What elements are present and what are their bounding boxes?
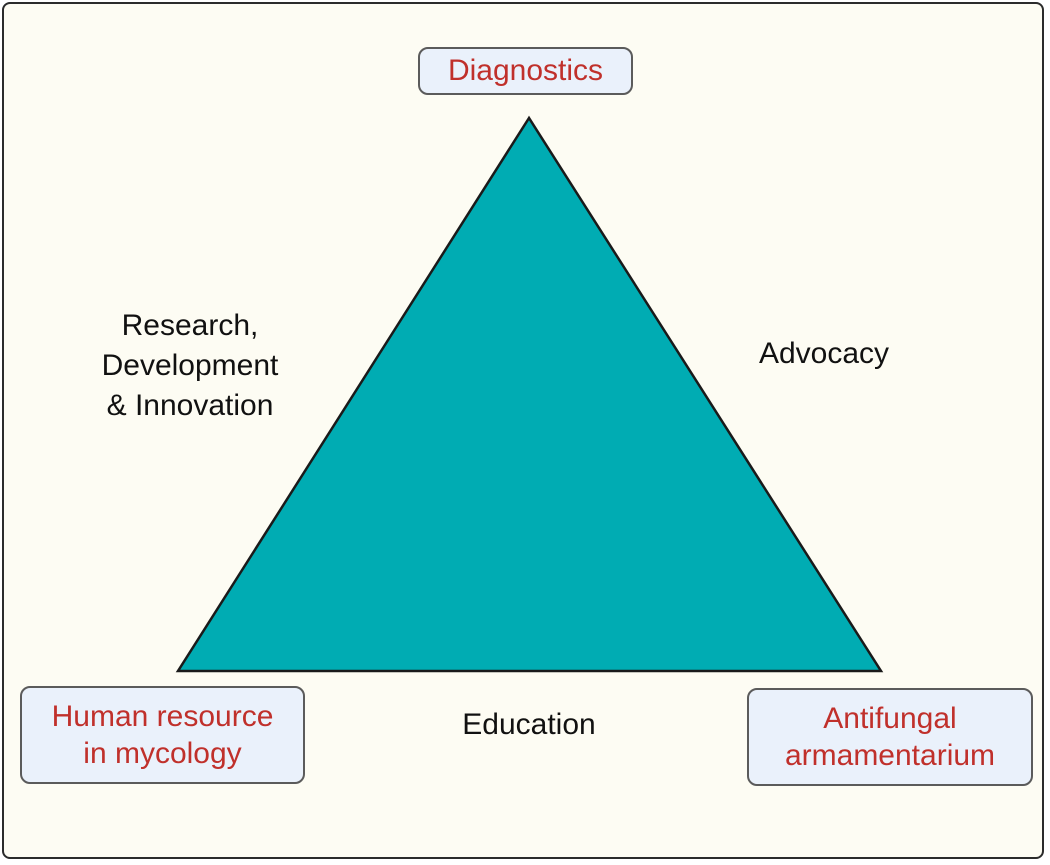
edge-left-line-2: Development bbox=[101, 349, 279, 382]
edge-left-label: Research, Development & Innovation bbox=[60, 306, 320, 426]
edge-left-line-1: Research, bbox=[121, 309, 259, 342]
vertex-diagnostics-box: Diagnostics bbox=[418, 47, 633, 95]
edge-left-line-3: & Innovation bbox=[106, 389, 274, 422]
vertex-diagnostics-label: Diagnostics bbox=[447, 54, 604, 88]
vertex-antifungal-line-1: Antifungal bbox=[823, 701, 957, 735]
vertex-human-resource-box: Human resource in mycology bbox=[20, 686, 305, 784]
edge-bottom-text: Education bbox=[462, 708, 596, 741]
vertex-human-resource-line-1: Human resource bbox=[51, 699, 274, 733]
vertex-human-resource-text: Human resource in mycology bbox=[52, 698, 274, 773]
triangle-shape bbox=[175, 115, 884, 673]
edge-right-label: Advocacy bbox=[724, 334, 924, 374]
vertex-antifungal-text: Antifungal armamentarium bbox=[785, 700, 995, 775]
vertex-antifungal-line-2: armamentarium bbox=[784, 739, 996, 772]
edge-bottom-label: Education bbox=[429, 705, 629, 745]
vertex-human-resource-line-2: in mycology bbox=[83, 737, 242, 770]
edge-right-text: Advocacy bbox=[758, 337, 890, 370]
vertex-antifungal-box: Antifungal armamentarium bbox=[747, 688, 1033, 786]
